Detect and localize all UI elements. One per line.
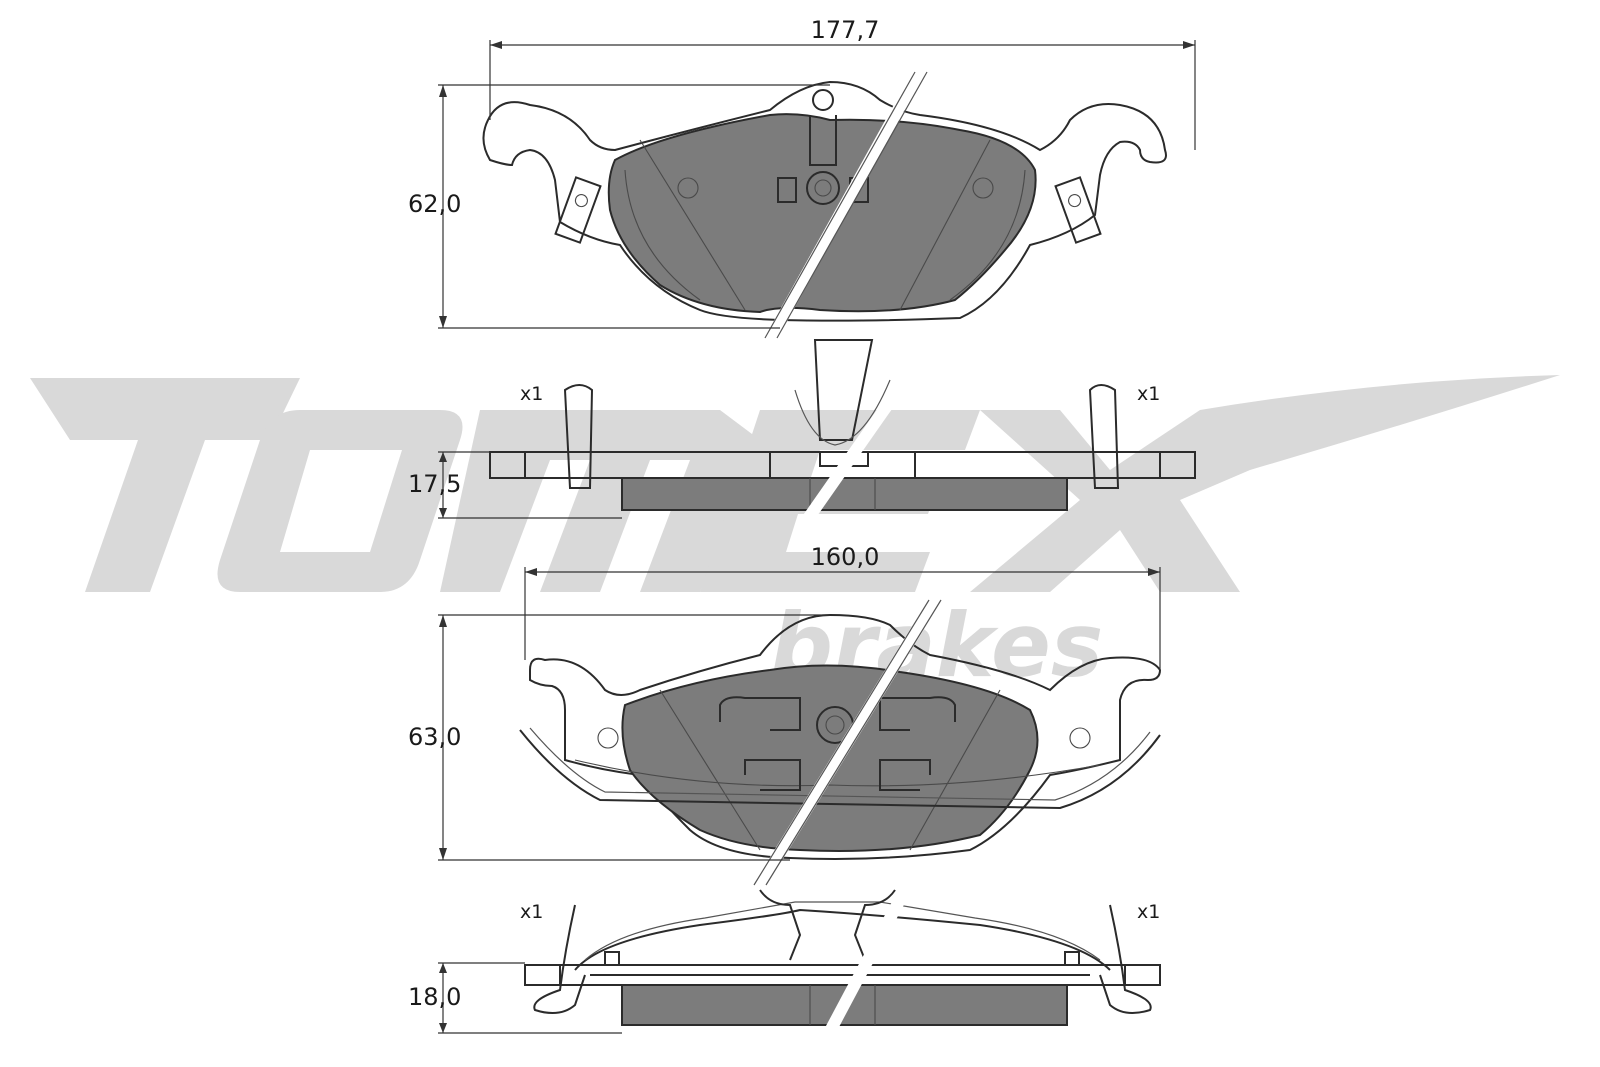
- watermark-letter-x-swoosh: [970, 375, 1560, 592]
- pad2-clip-left-upper: [719, 696, 801, 731]
- pad1-side-center-spring: [813, 339, 874, 441]
- pad1-side-clip-left: [554, 176, 602, 244]
- pad1-chamfer-line: [624, 169, 701, 301]
- pad2-spring-wire-outer: [519, 729, 1161, 810]
- pad1-side-friction-material: [621, 477, 1068, 511]
- pad2-side-tab-left: [604, 951, 620, 966]
- pad2-side-clip-hook-left: [759, 889, 802, 961]
- pad2-clip-right-lower: [879, 759, 931, 791]
- pad2-width-dimension: 160,0: [524, 543, 1161, 670]
- pad2-thickness-dimension: 18,0: [408, 962, 622, 1034]
- pad1-backing-plate: [482, 80, 1167, 322]
- pad1-side-view: x1 x1: [489, 339, 1196, 534]
- pad2-clip-right-upper: [879, 696, 956, 731]
- pad2-wear-hole-left: [597, 727, 619, 749]
- pad2-friction-segment-line: [659, 689, 761, 851]
- pad1-height-label: 62,0: [408, 190, 461, 218]
- pad2-width-label: 160,0: [811, 543, 880, 571]
- pad1-left-clip-quantity: x1: [520, 383, 543, 405]
- pad2-center-hole-inner: [825, 715, 845, 735]
- pad1-side-clip-right: [1054, 176, 1102, 244]
- pad1-right-clip-quantity: x1: [1137, 383, 1160, 405]
- pad2-side-clip-hook-right: [853, 889, 896, 961]
- pad1-side-spring-wire: [794, 379, 891, 446]
- pad2-front-view: [519, 596, 1162, 889]
- pad2-side-tab-right: [1064, 951, 1080, 966]
- pad1-height-dimension: 62,0: [408, 84, 830, 329]
- watermark-letter-t: [30, 378, 300, 592]
- pad2-side-spring-loop-right: [1099, 904, 1152, 1015]
- pad1-wear-hole-left: [677, 177, 699, 199]
- pad1-pin-left: [777, 177, 797, 203]
- watermark-letter-o: [217, 410, 463, 592]
- watermark-logo: brakes: [30, 375, 1560, 697]
- pad1-thickness-label: 17,5: [408, 470, 461, 498]
- pad2-friction-segment-line: [909, 689, 1001, 851]
- pad2-height-label: 63,0: [408, 723, 461, 751]
- pad1-front-view: [482, 67, 1167, 343]
- pad2-left-clip-quantity: x1: [520, 901, 543, 923]
- pad2-right-clip-quantity: x1: [1137, 901, 1160, 923]
- pad1-side-clip-left: [563, 384, 594, 489]
- pad1-side-clip-right: [1088, 384, 1120, 489]
- pad1-friction-segment-line: [639, 139, 746, 311]
- pad2-side-spring-wire: [574, 908, 1111, 971]
- pad1-center-hole-inner: [814, 179, 832, 197]
- pad1-width-dimension: 177,7: [489, 16, 1196, 150]
- pad1-top-hole: [812, 89, 834, 111]
- pad1-friction-segment-line: [899, 139, 991, 311]
- pad1-thickness-dimension: 17,5: [408, 451, 622, 519]
- pad1-wear-hole-right: [972, 177, 994, 199]
- pad2-clip-left-lower: [744, 759, 801, 791]
- pad2-wear-hole-right: [1069, 727, 1091, 749]
- pad2-height-dimension: 63,0: [408, 614, 830, 861]
- pad1-chamfer-line: [949, 169, 1026, 301]
- watermark-letter-m: [440, 410, 760, 592]
- pad2-side-spring-loop-left: [533, 904, 586, 1015]
- pad2-thickness-label: 18,0: [408, 983, 461, 1011]
- pad2-spring-wire-inner: [574, 759, 1101, 787]
- pad2-side-view: x1 x1: [520, 887, 1161, 1053]
- pad1-width-label: 177,7: [811, 16, 880, 44]
- pad1-spring-tab: [809, 115, 837, 166]
- pad1-center-hole: [806, 171, 840, 205]
- pad1-cutaway-slash: [764, 67, 926, 343]
- pad2-friction-material: [621, 664, 1039, 852]
